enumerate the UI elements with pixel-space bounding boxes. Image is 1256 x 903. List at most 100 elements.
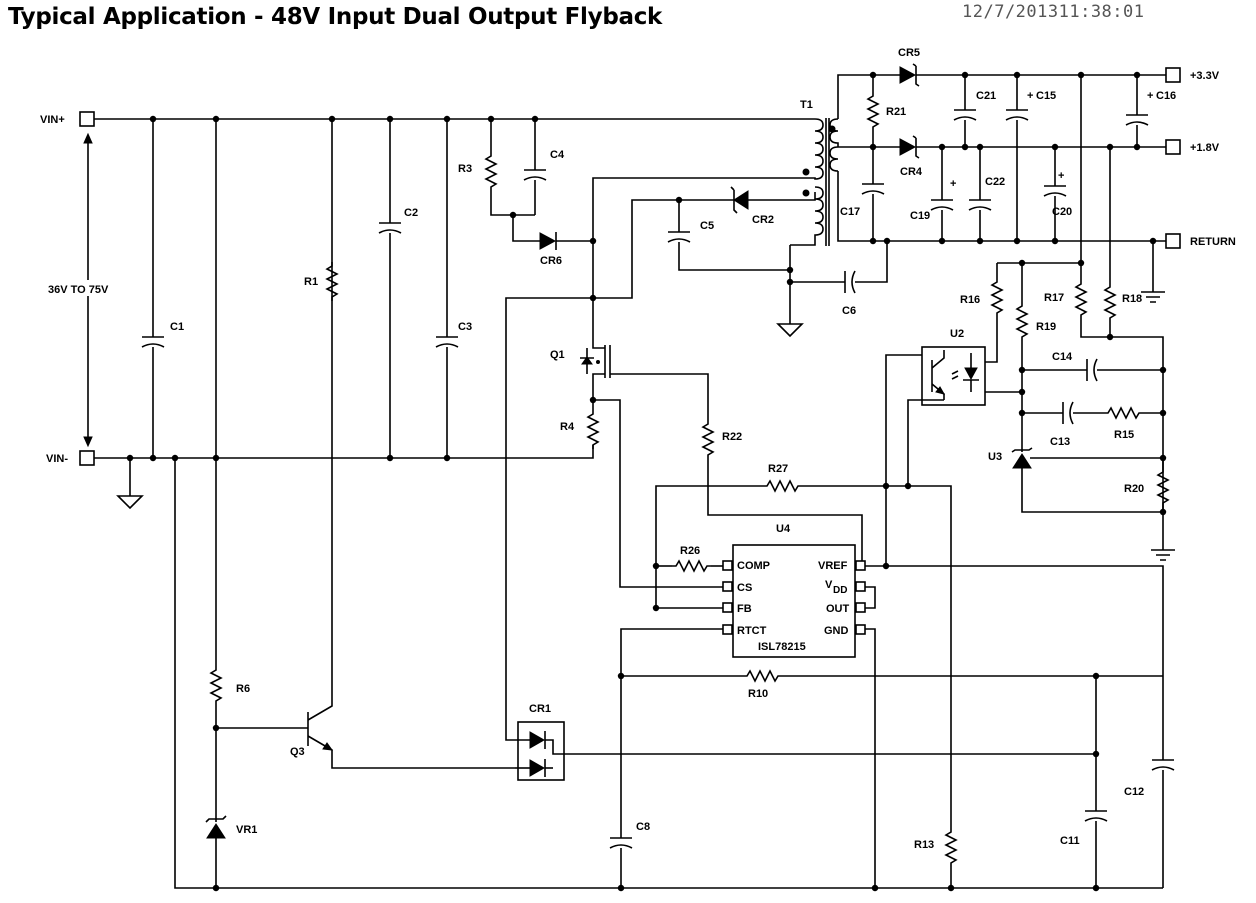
r4-label: R4 <box>560 421 575 433</box>
u4-label: U4 <box>776 523 791 535</box>
capacitor-c1 <box>141 119 165 458</box>
vin-minus-terminal <box>79 450 95 466</box>
resistor-r3 <box>485 119 535 216</box>
resistor-r21 <box>867 75 879 241</box>
c20-label: C20 <box>1052 206 1072 218</box>
capacitor-c15 <box>1005 75 1029 241</box>
c3-label: C3 <box>458 321 472 333</box>
output-1v8-rail <box>838 135 1166 159</box>
c22-label: C22 <box>985 176 1005 188</box>
c15-plus: + <box>1027 90 1033 102</box>
c20-plus: + <box>1058 170 1064 182</box>
c17-label: C17 <box>840 206 860 218</box>
r26-label: R26 <box>680 545 700 557</box>
capacitor-c11 <box>1084 676 1108 888</box>
pin-out: OUT <box>826 603 850 615</box>
r6-label: R6 <box>236 683 250 695</box>
r1-label: R1 <box>304 276 318 288</box>
terminal-return-label: RETURN <box>1190 236 1236 248</box>
c4-label: C4 <box>550 149 565 161</box>
r21-label: R21 <box>886 106 906 118</box>
cr1-label: CR1 <box>529 703 551 715</box>
transistor-q3 <box>216 119 515 769</box>
pin-vdd-prefix: V <box>825 579 833 591</box>
r16-label: R16 <box>960 294 980 306</box>
capacitor-c8 <box>609 837 633 888</box>
c16-label: C16 <box>1156 90 1176 102</box>
cr2-label: CR2 <box>752 214 774 226</box>
output-3v3-rail <box>837 63 1166 119</box>
q3-label: Q3 <box>290 746 305 758</box>
capacitor-c13 <box>1022 401 1104 425</box>
resistor-r6 <box>210 119 222 815</box>
c19-label: C19 <box>910 210 930 222</box>
resistor-r17 <box>1021 75 1164 513</box>
aux-ground <box>777 245 803 337</box>
c5-label: C5 <box>700 220 714 232</box>
vin-minus-label: VIN- <box>46 453 68 465</box>
r18-label: R18 <box>1122 293 1142 305</box>
resistor-r15 <box>1103 407 1163 419</box>
c14-label: C14 <box>1052 351 1073 363</box>
u3-label: U3 <box>988 451 1002 463</box>
capacitor-c2 <box>378 119 402 458</box>
r19-label: R19 <box>1036 321 1056 333</box>
input-range-label: 36V TO 75V <box>48 284 109 296</box>
capacitor-c17 <box>861 183 885 195</box>
u4-part-number: ISL78215 <box>758 641 806 653</box>
c13-label: C13 <box>1050 436 1070 448</box>
r13-label: R13 <box>914 839 934 851</box>
vin-minus-rail <box>94 445 1163 889</box>
zener-vr1 <box>205 815 227 888</box>
vin-plus-terminal <box>79 111 95 127</box>
r15-label: R15 <box>1114 429 1134 441</box>
resistor-r22 <box>702 419 863 563</box>
cr5-label: CR5 <box>898 47 920 59</box>
shunt-reference-u3 <box>1011 445 1163 472</box>
q1-label: Q1 <box>550 349 565 361</box>
r22-label: R22 <box>722 431 742 443</box>
resistor-r13 <box>945 608 957 888</box>
pin-fb: FB <box>737 603 752 615</box>
pin-vdd: DD <box>833 585 847 596</box>
c6-label: C6 <box>842 305 856 317</box>
c16-plus: + <box>1147 90 1153 102</box>
capacitor-c22 <box>968 147 992 241</box>
t1-label: T1 <box>800 99 813 111</box>
capacitor-c12 <box>1151 759 1175 888</box>
c11-label: C11 <box>1060 835 1080 847</box>
capacitor-c14 <box>1022 358 1163 382</box>
capacitor-c4 <box>523 119 547 215</box>
capacitor-c21 <box>953 75 977 147</box>
pin-gnd: GND <box>824 625 849 637</box>
r20-label: R20 <box>1124 483 1144 495</box>
r17-label: R17 <box>1044 292 1064 304</box>
terminal-1v8 <box>1165 139 1181 155</box>
c19-plus: + <box>950 178 956 190</box>
transistor-q1 <box>580 292 709 420</box>
diagram-title: Typical Application - 48V Input Dual Out… <box>8 4 663 30</box>
r27-label: R27 <box>768 463 788 475</box>
cr4-label: CR4 <box>900 166 923 178</box>
vin-plus-label: VIN+ <box>40 114 65 126</box>
r10-label: R10 <box>748 688 768 700</box>
c8-label: C8 <box>636 821 650 833</box>
diode-cr1 <box>505 721 1096 781</box>
u2-label: U2 <box>950 328 964 340</box>
u4-right-wiring <box>865 486 1164 888</box>
cr6-label: CR6 <box>540 255 562 267</box>
r3-label: R3 <box>458 163 472 175</box>
junction-dots <box>126 71 1167 892</box>
rtct-wiring <box>620 628 1163 838</box>
resistor-r16 <box>980 262 1081 363</box>
capacitor-c3 <box>435 119 459 458</box>
capacitor-c6 <box>790 242 888 294</box>
pin-rtct: RTCT <box>737 625 767 637</box>
capacitor-c5 <box>667 200 790 271</box>
diode-cr6 <box>512 215 593 250</box>
pin-vref: VREF <box>818 560 848 572</box>
diode-cr2 <box>505 186 816 730</box>
resistor-r19 <box>1016 301 1028 445</box>
optocoupler-u2 <box>885 346 1022 486</box>
